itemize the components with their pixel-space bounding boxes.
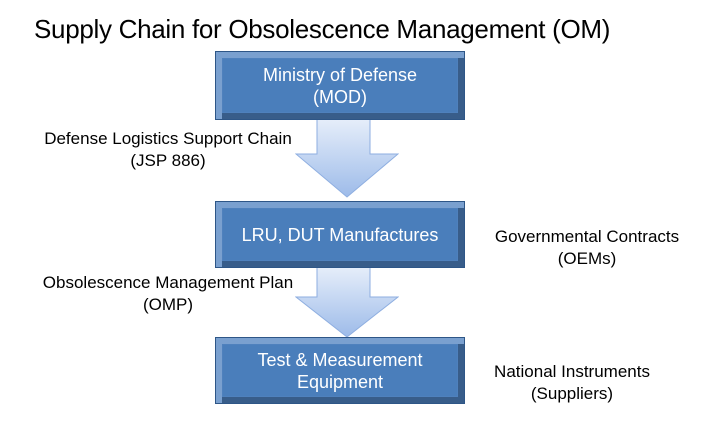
diagram-title: Supply Chain for Obsolescence Management… — [34, 14, 611, 44]
node-sublabel: Equipment — [296, 371, 384, 392]
node-ministry-of-defense: Ministry of Defense (MOD) — [215, 51, 465, 120]
side-label-oems: Governmental Contracts (OEMs) — [494, 227, 680, 268]
node-label: Ministry of Defense — [262, 64, 418, 85]
node-label: Test & Measurement — [257, 349, 423, 370]
flow-label-1: Defense Logistics Support Chain (JSP 886… — [44, 129, 292, 170]
down-arrow-icon — [295, 267, 399, 338]
flow-label-2: Obsolescence Management Plan (OMP) — [42, 273, 294, 314]
node-lru-dut-manufactures: LRU, DUT Manufactures — [215, 201, 465, 268]
node-test-measurement-equipment: Test & Measurement Equipment — [215, 337, 465, 404]
flow-arrow-1 — [295, 119, 399, 198]
side-label-suppliers: National Instruments (Suppliers) — [494, 362, 650, 403]
node-sublabel: (MOD) — [313, 86, 367, 107]
flow-arrow-2 — [295, 267, 399, 338]
down-arrow-icon — [295, 119, 399, 198]
node-label: LRU, DUT Manufactures — [241, 224, 439, 245]
